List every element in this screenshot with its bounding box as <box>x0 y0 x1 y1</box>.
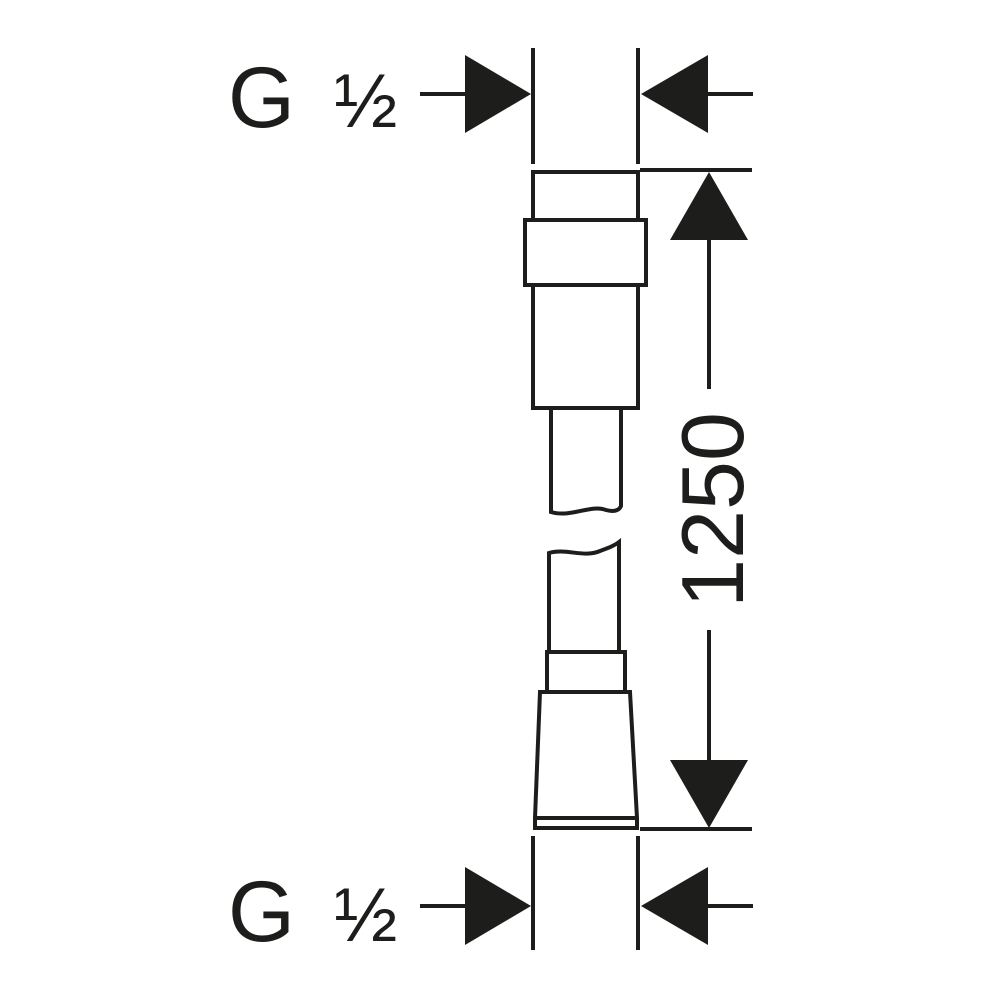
top-thread-label: G ½ <box>228 50 397 146</box>
top-fitting-body <box>531 170 640 410</box>
top-fitting-collar <box>523 218 648 287</box>
length-dimension: 1250 <box>640 168 762 831</box>
length-value-label: 1250 <box>663 412 762 608</box>
bottom-thread-letter: G <box>228 864 295 960</box>
length-arrow-down <box>670 760 748 828</box>
bottom-arrow-right <box>465 867 531 945</box>
top-arrow-left <box>641 55 708 133</box>
bottom-thread-size: ½ <box>334 873 397 958</box>
hose-lower-segment <box>547 537 621 652</box>
length-arrow-up <box>670 172 748 240</box>
top-fitting <box>523 170 648 410</box>
bottom-thread-label: G ½ <box>228 864 397 960</box>
bottom-arrow-left <box>641 867 708 945</box>
hose <box>547 408 623 652</box>
top-thread-dimension <box>420 48 753 164</box>
bottom-thread-dimension <box>420 836 753 950</box>
bottom-fitting <box>533 650 639 830</box>
bottom-fitting-cone <box>533 690 639 830</box>
hose-upper-segment <box>549 408 623 516</box>
bottom-fitting-ring <box>545 650 627 694</box>
top-thread-letter: G <box>228 50 295 146</box>
top-thread-size: ½ <box>334 59 397 144</box>
top-arrow-right <box>465 55 531 133</box>
